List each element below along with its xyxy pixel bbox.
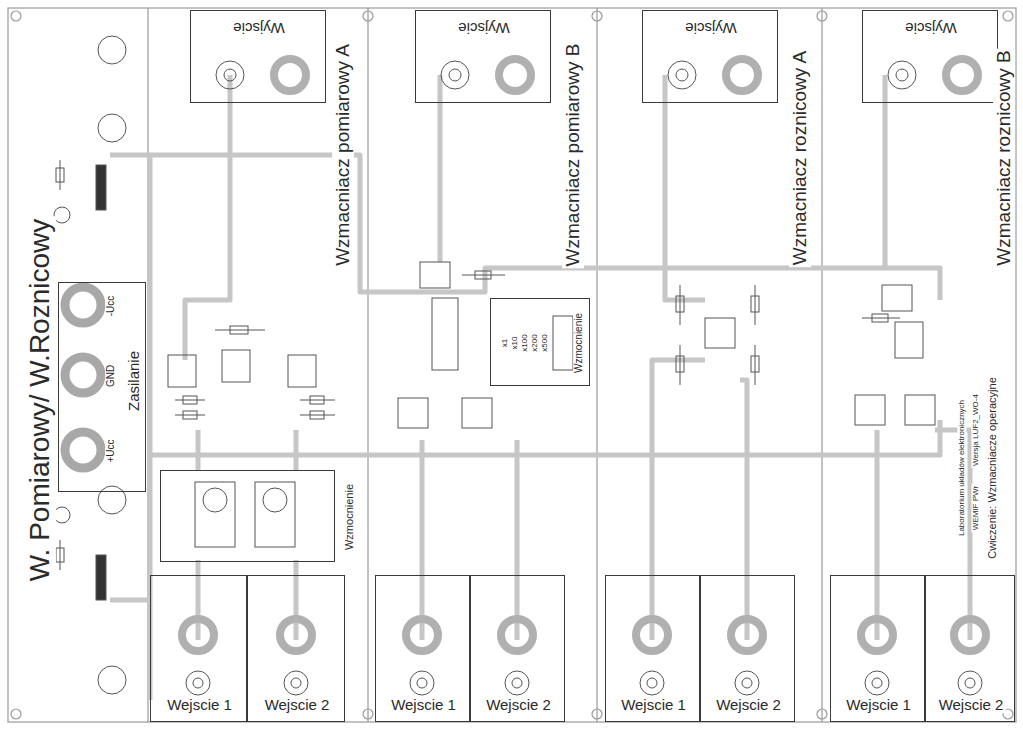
section-title: Wzmacniacz pomiarowy A xyxy=(332,42,354,268)
socket-label: Wzmocnienie xyxy=(573,311,585,375)
pin-label: x500 xyxy=(540,332,549,353)
output-socket-box: Wyjscie xyxy=(862,10,998,103)
input-socket-box: Wejscie 1 xyxy=(830,575,925,722)
pin-label: -Ucc xyxy=(105,294,117,319)
socket-label: Wejscie 2 xyxy=(714,696,783,713)
board-note: Laboratorium układów elektronicznych xyxy=(957,398,966,538)
socket-label: Wejscie 1 xyxy=(844,696,913,713)
socket-label: Wejscie 2 xyxy=(937,696,1006,713)
pin-label: GND xyxy=(105,363,117,389)
board-note: Cwiczenie: Wzmacniacze operacyjne xyxy=(986,375,999,561)
input-socket-box: Wejscie 2 xyxy=(700,575,795,722)
board-note: Wersja LUF2_WO-4 xyxy=(971,392,980,468)
socket-label: Wyjscie xyxy=(231,19,287,36)
output-socket-box: Wyjscie xyxy=(415,10,551,103)
pin-label: x10 xyxy=(510,335,519,352)
socket-label: Wejscie 1 xyxy=(619,696,688,713)
pin-label: x200 xyxy=(530,332,539,353)
input-socket-box: Wejscie 2 xyxy=(925,575,1015,722)
input-socket-box: Wejscie 1 xyxy=(605,575,700,722)
output-socket-box: Wyjscie xyxy=(642,10,778,103)
socket-label: Wyjscie xyxy=(903,19,959,36)
gain-select-box: Wzmocnienie xyxy=(160,470,335,562)
pin-label: x1 xyxy=(500,337,509,349)
input-socket-box: Wejscie 2 xyxy=(247,575,345,722)
input-socket-box: Wejscie 1 xyxy=(375,575,470,722)
input-socket-box: Wejscie 2 xyxy=(470,575,565,722)
pin-label: x100 xyxy=(520,332,529,353)
pin-label: +Ucc xyxy=(105,437,117,464)
socket-label: Wzmocnienie xyxy=(343,482,356,552)
section-title: Wzmacniacz pomiarowy B xyxy=(562,42,584,269)
socket-label: Zasilanie xyxy=(125,349,142,413)
input-socket-box: Wejscie 1 xyxy=(150,575,247,722)
board-title: W. Pomiarowy/ W.Roznicowy xyxy=(24,217,56,584)
power-socket-box: Zasilanie +Ucc GND -Ucc xyxy=(58,282,146,492)
socket-label: Wejscie 2 xyxy=(484,696,553,713)
socket-label: Wejscie 2 xyxy=(263,696,332,713)
socket-label: Wyjscie xyxy=(456,19,512,36)
section-title: Wzmacniacz roznicowy B xyxy=(993,48,1015,267)
section-title: Wzmacniacz roznicowy A xyxy=(789,49,811,267)
board-note: WEMIF PWr xyxy=(971,484,980,532)
socket-label: Wejscie 1 xyxy=(389,696,458,713)
output-socket-box: Wyjscie xyxy=(190,10,326,103)
socket-label: Wejscie 1 xyxy=(165,696,234,713)
gain-select-box: Wzmocnienie x1x10x100x200x500 xyxy=(490,298,590,386)
socket-label: Wyjscie xyxy=(683,19,739,36)
